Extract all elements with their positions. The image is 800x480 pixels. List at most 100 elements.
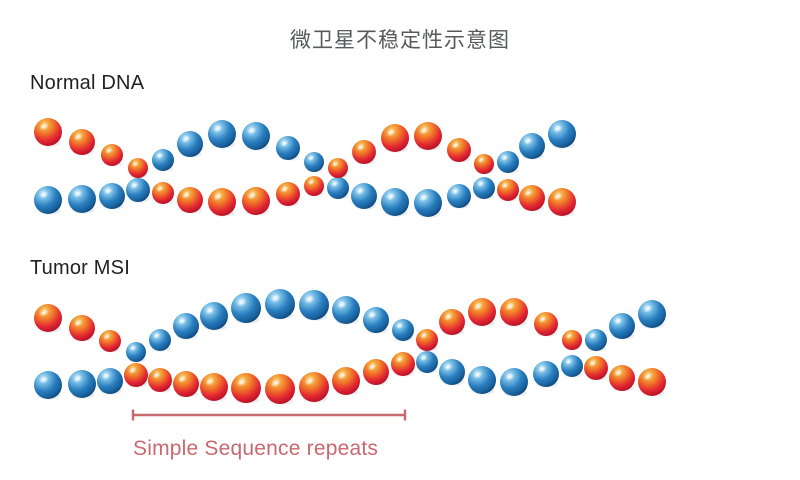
blue-nucleotide-sphere — [332, 296, 360, 325]
blue-nucleotide-sphere — [68, 370, 96, 399]
base-pair — [638, 300, 666, 397]
blue-nucleotide-sphere — [548, 120, 576, 149]
red-nucleotide-sphere — [519, 185, 545, 212]
page-title: 微卫星不稳定性示意图 — [290, 28, 510, 52]
blue-nucleotide-sphere — [500, 368, 528, 397]
red-nucleotide-sphere — [416, 329, 438, 352]
red-nucleotide-sphere — [148, 368, 172, 393]
blue-nucleotide-sphere — [126, 342, 146, 363]
red-nucleotide-sphere — [124, 363, 148, 388]
red-nucleotide-sphere — [128, 158, 148, 179]
red-nucleotide-sphere — [265, 374, 295, 405]
blue-nucleotide-sphere — [126, 178, 150, 203]
base-pair — [177, 131, 203, 214]
red-nucleotide-sphere — [638, 368, 666, 397]
base-pair — [439, 309, 465, 386]
blue-nucleotide-sphere — [97, 368, 123, 395]
red-nucleotide-sphere — [447, 138, 471, 163]
red-nucleotide-sphere — [299, 372, 329, 403]
base-pair — [609, 313, 635, 392]
repeat-caption: Simple Sequence repeats — [133, 437, 379, 460]
blue-nucleotide-sphere — [231, 293, 261, 324]
red-nucleotide-sphere — [208, 188, 236, 217]
blue-nucleotide-sphere — [638, 300, 666, 329]
red-nucleotide-sphere — [34, 304, 62, 333]
blue-nucleotide-sphere — [34, 371, 62, 400]
red-nucleotide-sphere — [468, 298, 496, 327]
base-pair — [231, 293, 261, 404]
blue-nucleotide-sphere — [533, 361, 559, 388]
red-nucleotide-sphere — [34, 118, 62, 147]
row-label-tumor-msi: Tumor MSI — [30, 257, 130, 279]
blue-nucleotide-sphere — [68, 185, 96, 214]
red-nucleotide-sphere — [332, 367, 360, 396]
base-pair — [242, 122, 270, 216]
base-pair — [152, 149, 174, 205]
base-pair — [68, 129, 96, 214]
base-pair — [447, 138, 471, 209]
blue-nucleotide-sphere — [99, 183, 125, 210]
base-pair — [473, 154, 495, 200]
base-pair — [148, 329, 172, 393]
base-pair — [332, 296, 360, 396]
red-nucleotide-sphere — [152, 182, 174, 205]
helix-row-tumor-msi — [34, 289, 666, 405]
red-nucleotide-sphere — [497, 179, 519, 202]
blue-nucleotide-sphere — [265, 289, 295, 320]
base-pair — [200, 302, 228, 402]
base-pair — [299, 290, 329, 403]
blue-nucleotide-sphere — [468, 366, 496, 395]
red-nucleotide-sphere — [352, 140, 376, 165]
red-nucleotide-sphere — [304, 176, 324, 197]
base-pair — [381, 124, 409, 217]
base-pair — [500, 298, 528, 397]
blue-nucleotide-sphere — [208, 120, 236, 149]
red-nucleotide-sphere — [381, 124, 409, 153]
blue-nucleotide-sphere — [392, 319, 414, 342]
base-pair — [276, 136, 300, 207]
blue-nucleotide-sphere — [152, 149, 174, 172]
red-nucleotide-sphere — [242, 187, 270, 216]
base-pair — [414, 122, 442, 218]
blue-nucleotide-sphere — [242, 122, 270, 151]
red-nucleotide-sphere — [99, 330, 121, 353]
blue-nucleotide-sphere — [519, 133, 545, 160]
base-pair — [351, 140, 377, 210]
blue-nucleotide-sphere — [609, 313, 635, 340]
blue-nucleotide-sphere — [327, 177, 349, 200]
blue-nucleotide-sphere — [414, 189, 442, 218]
base-pair — [99, 144, 125, 210]
blue-nucleotide-sphere — [299, 290, 329, 321]
red-nucleotide-sphere — [584, 356, 608, 381]
repeat-bracket — [131, 409, 407, 421]
red-nucleotide-sphere — [200, 373, 228, 402]
blue-nucleotide-sphere — [585, 329, 607, 352]
row-label-normal-dna: Normal DNA — [30, 72, 145, 94]
red-nucleotide-sphere — [414, 122, 442, 151]
red-nucleotide-sphere — [101, 144, 123, 167]
red-nucleotide-sphere — [328, 158, 348, 179]
red-nucleotide-sphere — [363, 359, 389, 386]
red-nucleotide-sphere — [69, 315, 95, 342]
blue-nucleotide-sphere — [439, 359, 465, 386]
red-nucleotide-sphere — [231, 373, 261, 404]
blue-nucleotide-sphere — [200, 302, 228, 331]
red-nucleotide-sphere — [391, 352, 415, 377]
helix-row-normal-dna — [34, 118, 576, 218]
red-nucleotide-sphere — [474, 154, 494, 175]
base-pair — [363, 307, 389, 386]
base-pair — [208, 120, 236, 217]
blue-nucleotide-sphere — [351, 183, 377, 210]
red-nucleotide-sphere — [173, 371, 199, 398]
blue-nucleotide-sphere — [416, 351, 438, 374]
base-pair — [97, 330, 123, 395]
blue-nucleotide-sphere — [363, 307, 389, 334]
base-pair — [173, 313, 199, 398]
blue-nucleotide-sphere — [497, 151, 519, 174]
blue-nucleotide-sphere — [276, 136, 300, 161]
blue-nucleotide-sphere — [177, 131, 203, 158]
base-pair — [34, 304, 62, 400]
blue-nucleotide-sphere — [304, 152, 324, 173]
base-pair — [265, 289, 295, 405]
base-pair — [548, 120, 576, 217]
